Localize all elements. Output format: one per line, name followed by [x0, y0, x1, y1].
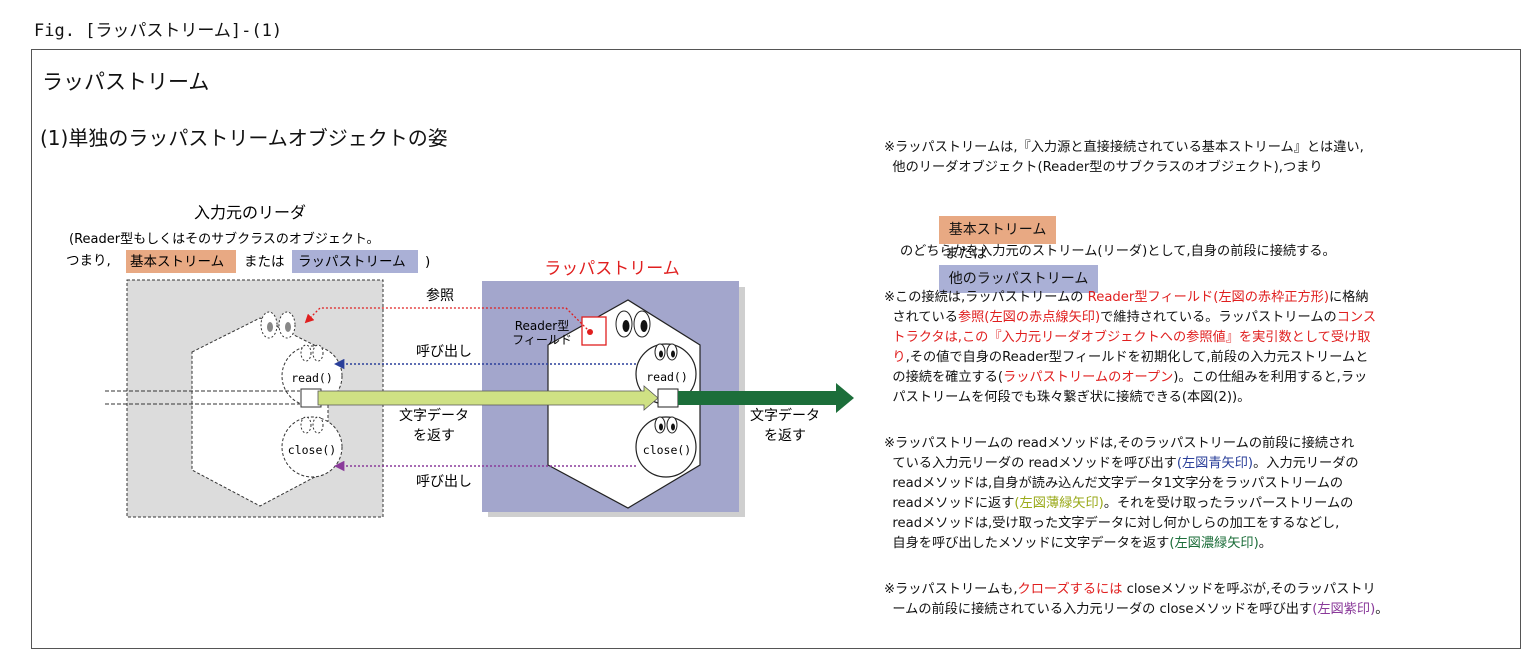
source-reader-desc: (Reader型もしくはそのサブクラスのオブジェクト。: [69, 231, 380, 247]
char-data-label-1: 文字データ: [399, 407, 469, 424]
source-close-eyes-icon: [300, 416, 324, 434]
source-read-method: read(): [291, 371, 333, 385]
note-3-k: (左図濃緑矢印): [1169, 536, 1259, 551]
note-4-f: 。: [1375, 602, 1389, 617]
note-2-g: コンス: [1336, 310, 1377, 325]
source-desc-close: ): [425, 254, 430, 270]
output-data-label-2: を返す: [764, 428, 806, 444]
wrapper-stream-tag: [292, 250, 418, 273]
note-3-line-2: ている入力元リーダの readメソッドを呼び出す(左図青矢印)。入力元リーダの: [884, 454, 1359, 474]
char-data-arrow: [317, 385, 659, 411]
note-2-c: に格納: [1329, 290, 1369, 305]
field-label-line1: Reader型: [515, 319, 569, 333]
figure-caption: Fig. [ラッパストリーム]-(1): [34, 21, 283, 41]
base-stream-tag: [126, 250, 236, 273]
note-3-line-3: readメソッドは,自身が読み込んだ文字データ1文字分をラッパストリームの: [884, 476, 1344, 491]
wrapper-input-port: [657, 388, 679, 408]
note-3-f: readメソッドに返す: [884, 496, 1015, 511]
source-reader-title: 入力元のリーダ: [194, 203, 306, 222]
box-or-label: または: [944, 246, 987, 262]
read-call-label: 呼び出し: [416, 344, 472, 360]
wrapper-read-eyes-icon: [654, 343, 678, 361]
section-title: (1)単独のラッパストリームオブジェクトの姿: [40, 126, 448, 150]
note-3-line-5: readメソッドは,受け取った文字データに対し何かしらの加工をするなどし,: [884, 516, 1340, 531]
output-data-arrow: [678, 383, 854, 413]
source-close-method: close(): [288, 443, 336, 457]
wrapper-stream-tag-label: ラッパストリーム: [298, 254, 406, 270]
source-desc-prefix: つまり,: [66, 253, 111, 269]
figure-frame: [31, 49, 1521, 649]
note-3-g: (左図薄緑矢印): [1014, 496, 1104, 511]
reference-arrow: [304, 307, 591, 333]
wrapper-read-method: read(): [646, 370, 688, 384]
field-label-line2: フィールド: [512, 333, 572, 347]
reader-field-box: [581, 316, 607, 346]
source-close-circle: [281, 416, 343, 478]
note-4-a: ※ラッパストリームも,: [884, 582, 1018, 597]
note-3-line-1: ※ラッパストリームの readメソッドは,そのラッパストリームの前段に接続され: [884, 436, 1355, 451]
note-2-line-4: り,その値で自身のReader型フィールドを初期化して,前段の入力元ストリームと: [884, 348, 1368, 368]
note-3-d: 。入力元リーダの: [1253, 456, 1359, 471]
note-3-j: 自身を呼び出したメソッドに文字データを返す: [884, 536, 1170, 551]
wrapper-close-method: close(): [643, 443, 691, 457]
note-4-line-1: ※ラッパストリームも,クローズするには closeメソッドを呼ぶが,そのラッパス…: [884, 580, 1376, 600]
note-1-line-1: ※ラッパストリームは,『入力源と直接接続されている基本ストリーム』とは違い,: [884, 140, 1364, 155]
wrapper-eyes-icon: [615, 310, 651, 338]
reference-label: 参照: [426, 287, 454, 304]
note-1-boxes: 基本ストリーム または 他のラッパストリーム: [922, 196, 1099, 313]
note-2-line-5: の接続を確立する(ラッパストリームのオープン)。この仕組みを利用すると,ラッ: [884, 368, 1367, 388]
note-4-d: ームの前段に接続されている入力元リーダの closeメソッドを呼び出す: [884, 602, 1313, 617]
wrapper-stream-title: ラッパストリーム: [544, 259, 680, 279]
note-1-line-2: 他のリーダオブジェクト(Reader型のサブクラスのオブジェクト),つまり: [884, 160, 1323, 175]
note-4-b: クローズするには: [1017, 582, 1123, 597]
note-4-c: closeメソッドを呼ぶが,そのラッパストリ: [1122, 582, 1376, 597]
char-data-label-2: を返す: [413, 428, 455, 444]
note-2-d: されている: [884, 310, 958, 325]
page-title: ラッパストリーム: [42, 70, 210, 94]
base-stream-tag-label: 基本ストリーム: [130, 253, 224, 270]
note-2-l: ラッパストリームのオープン: [1003, 370, 1174, 385]
wrapper-close-circle: [635, 416, 697, 478]
wrapper-stream-box-label: 他のラッパストリーム: [938, 265, 1099, 293]
note-2-m: )。この仕組みを利用すると,ラッ: [1173, 370, 1368, 385]
note-2-line-1: ※この接続は,ラッパストリームの Reader型フィールド(左図の赤枠正方形)に…: [884, 288, 1369, 308]
base-stream-box: 基本ストリーム: [938, 216, 1057, 244]
note-2-j: ,その値で自身のReader型フィールドを初期化して,前段の入力元ストリームと: [905, 350, 1369, 365]
output-data-label-1: 文字データ: [750, 407, 820, 424]
note-3-line-6: 自身を呼び出したメソッドに文字データを返す(左図濃緑矢印)。: [884, 534, 1272, 554]
note-2-e: 参照(左図の赤点線矢印): [957, 310, 1101, 325]
stream-diagram: 入力元のリーダ (Reader型もしくはそのサブクラスのオブジェクト。 つまり,…: [66, 203, 854, 518]
close-call-label: 呼び出し: [416, 474, 472, 490]
note-3-h: 。それを受け取ったラッパーストリームの: [1103, 496, 1354, 511]
note-2-line-6: パストリームを何段でも珠々繋ぎ状に接続できる(本図(2))。: [884, 390, 1251, 405]
note-2-f: で維持されている。ラッパストリームの: [1100, 310, 1337, 325]
note-3-line-4: readメソッドに返す(左図薄緑矢印)。それを受け取ったラッパーストリームの: [884, 494, 1353, 514]
note-3-b: ている入力元リーダの readメソッドを呼び出す: [884, 456, 1177, 471]
note-2-line-3: トラクタは,この『入力元リーダオブジェクトへの参照値』を実引数として受け取: [884, 330, 1371, 345]
note-3-l: 。: [1258, 536, 1272, 551]
source-desc-or: または: [244, 254, 285, 270]
note-4-line-2: ームの前段に接続されている入力元リーダの closeメソッドを呼び出す(左図紫印…: [884, 600, 1388, 620]
note-4-e: (左図紫印): [1312, 602, 1376, 617]
source-eyes-icon: [260, 311, 296, 339]
note-2-k: の接続を確立する(: [884, 370, 1004, 385]
note-3-c: (左図青矢印): [1176, 456, 1254, 471]
wrapper-close-eyes-icon: [654, 416, 678, 434]
note-2-b: Reader型フィールド(左図の赤枠正方形): [1087, 290, 1329, 305]
note-2-i: り: [884, 350, 906, 365]
note-2-a: ※この接続は,ラッパストリームの: [884, 290, 1088, 305]
note-1-line-3: のどちらかを入力元のストリーム(リーダ)として,自身の前段に接続する。: [900, 244, 1336, 259]
source-read-eyes-icon: [300, 344, 324, 362]
note-2-line-2: されている参照(左図の赤点線矢印)で維持されている。ラッパストリームのコンス: [884, 308, 1376, 328]
